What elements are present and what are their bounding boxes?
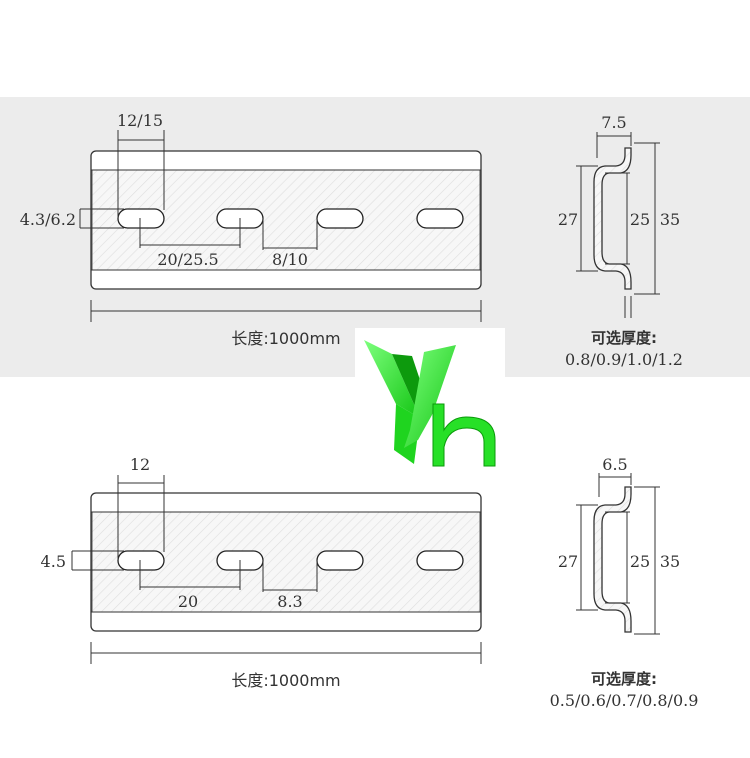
upper-slot-spacing-label: 20/25.5 — [157, 250, 218, 269]
lower-profile-middle-height: 25 — [630, 552, 650, 571]
upper-thickness-title: 可选厚度: — [591, 329, 657, 347]
lower-slot-4 — [416, 550, 464, 571]
vh-logo-icon — [364, 340, 496, 467]
upper-slot-3 — [316, 208, 364, 229]
upper-thickness-values: 0.8/0.9/1.0/1.2 — [565, 350, 683, 369]
upper-profile-shape — [593, 147, 632, 290]
lower-slot-width-label: 12 — [130, 455, 150, 474]
lower-rail-view: 12 4.5 20 8.3 长度:1000mm — [41, 455, 482, 690]
lower-slot-1 — [117, 550, 165, 571]
lower-length-label: 长度:1000mm — [231, 671, 340, 690]
upper-slot-gap-label: 8/10 — [272, 250, 308, 269]
upper-slot-width-label: 12/15 — [117, 111, 163, 130]
upper-rail-view: 12/15 4.3/6.2 20/25.5 8/10 长度:1000mm — [20, 111, 482, 348]
upper-slot-1 — [117, 208, 165, 229]
lower-thickness-values: 0.5/0.6/0.7/0.8/0.9 — [550, 691, 699, 710]
lower-profile-inner-height: 27 — [558, 552, 578, 571]
lower-profile-top-width: 6.5 — [602, 455, 627, 474]
lower-slot-height-label: 4.5 — [41, 552, 66, 571]
lower-slot-gap-label: 8.3 — [277, 592, 302, 611]
upper-length-label: 长度:1000mm — [231, 329, 340, 348]
lower-profile-shape — [593, 486, 632, 633]
upper-slot-4 — [416, 208, 464, 229]
lower-slot-3 — [316, 550, 364, 571]
lower-profile-outer-height: 35 — [660, 552, 680, 571]
lower-slot-spacing-label: 20 — [178, 592, 198, 611]
upper-rail-profile: 7.5 27 25 35 可选厚度: 0.8/0.9/1.0/1.2 — [558, 113, 683, 369]
lower-rail-profile: 6.5 27 25 35 可选厚度: 0.5/0.6/0.7/0.8/0.9 — [550, 455, 699, 710]
upper-profile-middle-height: 25 — [630, 210, 650, 229]
upper-profile-top-width: 7.5 — [601, 113, 626, 132]
upper-profile-outer-height: 35 — [660, 210, 680, 229]
upper-profile-inner-height: 27 — [558, 210, 578, 229]
lower-thickness-title: 可选厚度: — [591, 670, 657, 688]
upper-slot-height-label: 4.3/6.2 — [20, 210, 76, 229]
